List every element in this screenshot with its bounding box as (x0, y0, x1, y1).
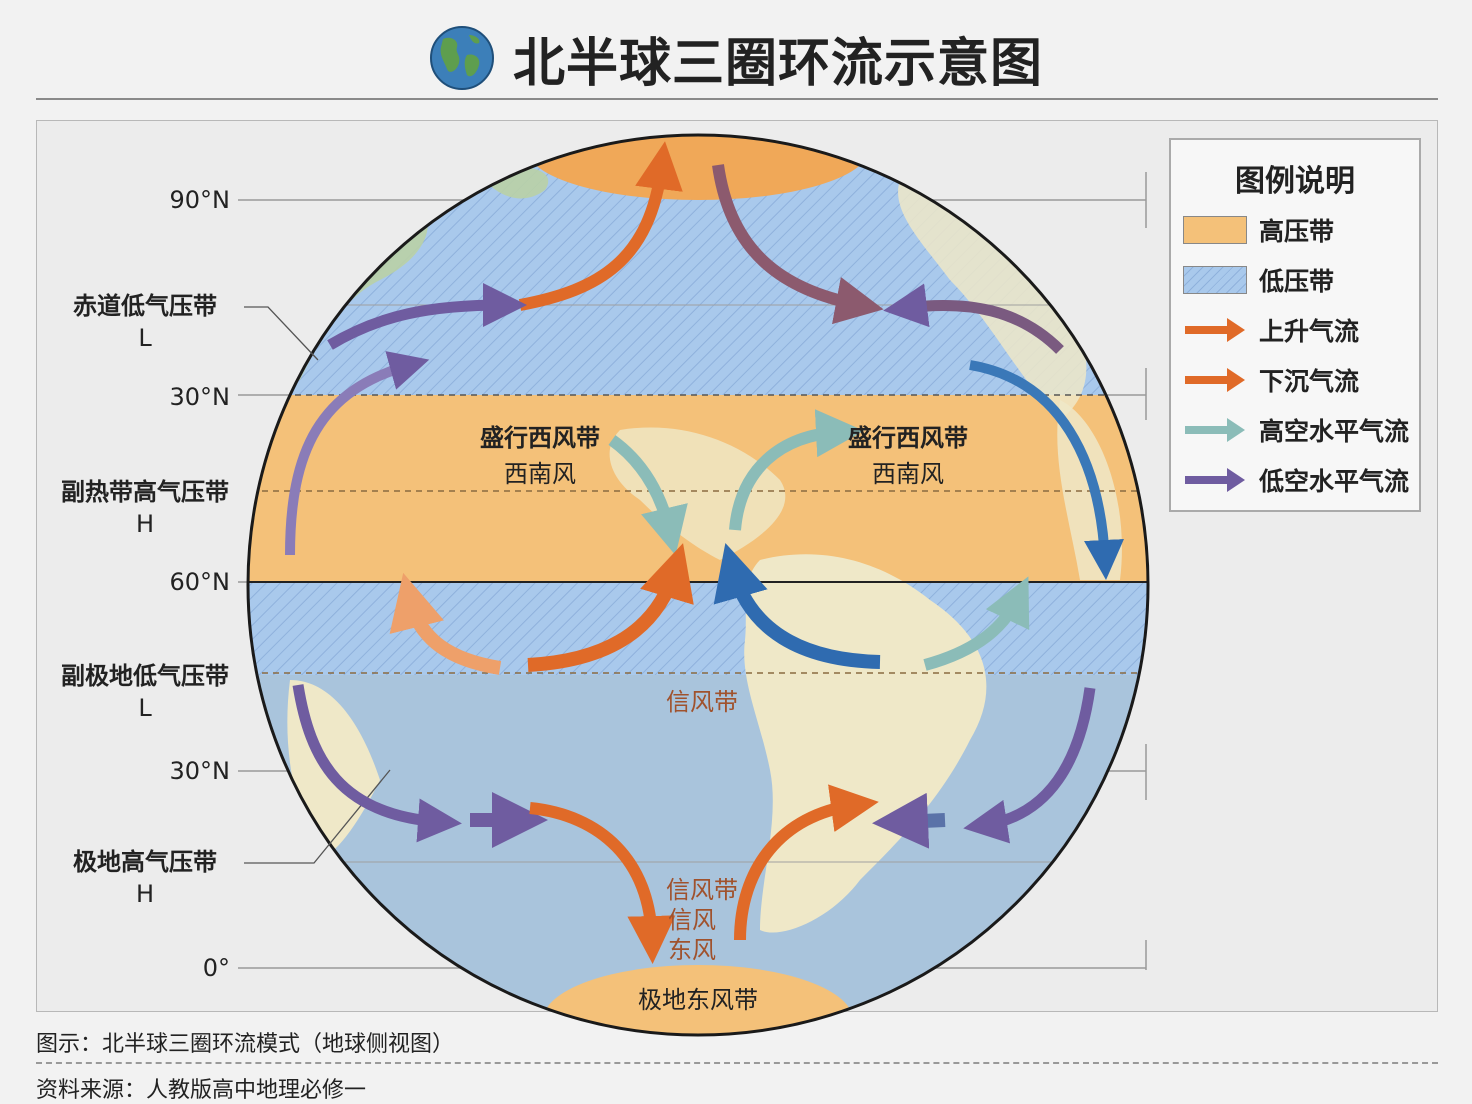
orange-arrow-icon (1185, 368, 1245, 392)
lower-flow-arrow-4 (292, 684, 462, 843)
rising-arrow-top-left (518, 141, 683, 311)
zone-code: L (138, 694, 152, 722)
polar-high-top (528, 135, 868, 200)
trade-wind-label-2: 信风 (668, 906, 716, 934)
upper-flow-arrow-2 (729, 409, 864, 531)
high-pressure-swatch (1183, 216, 1247, 244)
zone-label-subtropical-high: 副热带高气压带 H (25, 476, 265, 540)
polar-easterlies-label: 极地东风带 (638, 986, 758, 1014)
low-pressure-swatch (1183, 266, 1247, 294)
title-bar: 北半球三圈环流示意图 (0, 18, 1472, 98)
teal-arrow-icon (1185, 418, 1245, 442)
airflow-arrows (285, 141, 1124, 964)
zone-label-equatorial-low: 赤道低气压带 L (25, 290, 265, 354)
landmass-central (609, 427, 786, 560)
polar-high-bottom (543, 965, 853, 1035)
legend-item-high-pressure: 高压带 (1183, 212, 1334, 248)
rising-arrow-mid (527, 543, 694, 672)
orange-arrow-icon (1185, 318, 1245, 342)
lower-flow-arrow-7 (963, 687, 1096, 844)
legend-item-descending: 下沉气流 (1183, 362, 1359, 398)
descending-arrow-top-right (712, 164, 884, 325)
lat-label-30n-lower: 30°N (169, 757, 231, 785)
blue-flow-arrow-2 (713, 543, 881, 669)
trade-wind-label-upper: 信风带 (666, 688, 738, 716)
landmass-ne (898, 180, 1087, 420)
caption-divider (36, 1062, 1438, 1064)
lat-label-equator: 0° (202, 954, 230, 982)
zone-label-polar-high: 极地高气压带 H (25, 846, 265, 910)
lower-flow-arrow-6 (872, 792, 946, 849)
legend-label: 上升气流 (1259, 317, 1360, 346)
lower-flow-arrow-3 (285, 351, 430, 556)
descending-arrow-bottom-left (529, 802, 676, 964)
lat-label-90n: 90°N (169, 186, 231, 214)
purple-arrow-icon (1185, 468, 1245, 492)
legend-item-low-pressure: 低压带 (1183, 262, 1334, 298)
westerlies-label-right: 盛行西风带 (848, 424, 968, 452)
lower-flow-arrow-1 (327, 283, 527, 350)
page-title: 北半球三圈环流示意图 (512, 33, 1043, 94)
blue-flow-arrow-1 (969, 360, 1124, 580)
legend: 图例说明 高压带 低压带 上升气流 下沉气流 高空水平气流 低空水平气流 (1169, 138, 1421, 512)
legend-item-lower-flow: 低空水平气流 (1183, 462, 1409, 498)
east-wind-label: 东风 (668, 936, 716, 964)
zone-label-subpolar-low: 副极地低气压带 L (25, 660, 265, 724)
legend-item-rising: 上升气流 (1183, 312, 1359, 348)
lat-label-60n: 60°N (169, 568, 231, 596)
zone-name: 副热带高气压带 (61, 478, 229, 506)
figure-caption: 图示：北半球三圈环流模式（地球侧视图） (36, 1032, 455, 1057)
lat-label-30n-upper: 30°N (169, 383, 231, 411)
zone-code: L (138, 324, 152, 352)
zone-name: 极地高气压带 (73, 848, 217, 876)
westerlies-label-left: 盛行西风带 (480, 424, 600, 452)
legend-label: 下沉气流 (1259, 367, 1360, 396)
zone-code: H (135, 510, 155, 538)
source-caption: 资料来源：人教版高中地理必修一 (36, 1078, 367, 1103)
upper-flow-arrow-3 (923, 576, 1030, 671)
legend-item-upper-flow: 高空水平气流 (1183, 412, 1409, 448)
legend-label: 高压带 (1259, 217, 1335, 246)
legend-label: 低空水平气流 (1259, 467, 1410, 496)
legend-label: 高空水平气流 (1259, 417, 1410, 446)
upper-flow-arrow-1 (608, 435, 688, 556)
globe-outline (246, 133, 1150, 1037)
sw-wind-label-left: 西南风 (504, 460, 576, 488)
legend-label: 低压带 (1259, 267, 1335, 296)
lower-flow-arrow-2 (883, 283, 1064, 354)
trade-wind-label-lower: 信风带 (666, 876, 738, 904)
zone-name: 副极地低气压带 (61, 662, 229, 690)
zone-code: H (135, 880, 155, 908)
sw-wind-label-right: 西南风 (872, 460, 944, 488)
globe-icon (429, 26, 494, 90)
rising-arrow-bottom-right (734, 784, 879, 941)
legend-title: 图例说明 (1235, 164, 1355, 199)
zone-name: 赤道低气压带 (73, 292, 217, 320)
title-divider (36, 98, 1438, 100)
descending-arrow-mid-left (389, 572, 502, 675)
